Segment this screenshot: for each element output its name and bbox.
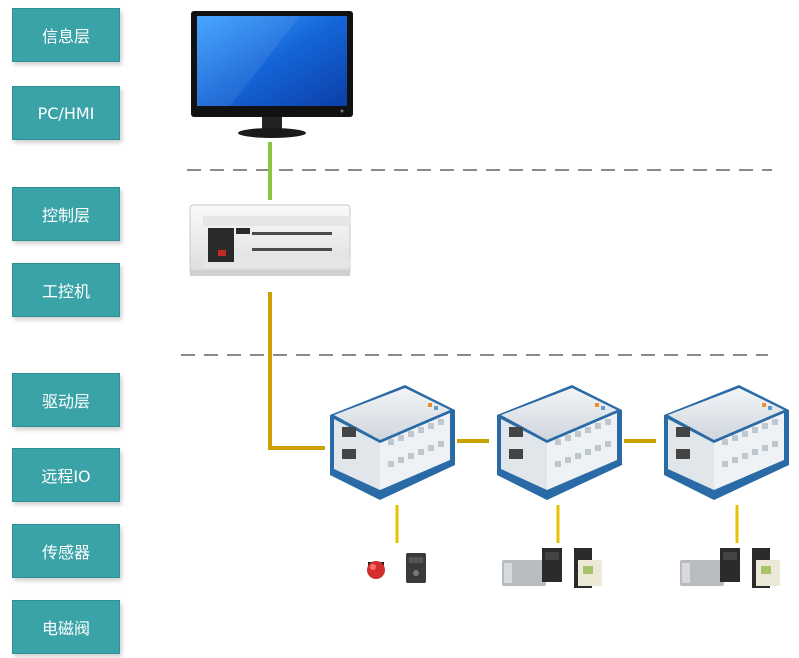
layer-label: 控制层 <box>41 206 90 225</box>
remote-io-module-icon <box>330 385 455 500</box>
layer-label: 驱动层 <box>41 392 90 411</box>
layer-label: 电磁阀 <box>41 619 90 638</box>
computer-monitor-icon <box>191 11 353 138</box>
remote-io-module-icon <box>497 385 622 500</box>
solenoid-valve-icon <box>574 548 602 588</box>
layer-label: 工控机 <box>41 282 90 301</box>
layer-sensor: 传感器 <box>12 524 120 578</box>
solenoid-valve-icon <box>752 548 780 588</box>
layer-info: 信息层 <box>12 8 120 62</box>
layer-ipc: 工控机 <box>12 263 120 317</box>
remote-io-module-icon <box>664 385 789 500</box>
layer-pc-hmi: PC/HMI <box>12 86 120 140</box>
layer-label: 信息层 <box>41 27 90 46</box>
layer-drive: 驱动层 <box>12 373 120 427</box>
layer-label: PC/HMI <box>37 103 95 123</box>
sensor-icon <box>406 553 426 583</box>
plc-controller-icon <box>189 204 351 276</box>
connection-gold <box>268 292 325 450</box>
solenoid-valve-icon <box>680 548 740 586</box>
layer-label: 远程IO <box>41 467 91 486</box>
layer-control: 控制层 <box>12 187 120 241</box>
layer-solenoid: 电磁阀 <box>12 600 120 654</box>
emergency-stop-icon <box>367 561 385 579</box>
layer-label: 传感器 <box>41 543 90 562</box>
layer-remote-io: 远程IO <box>12 448 120 502</box>
solenoid-valve-icon <box>502 548 562 586</box>
